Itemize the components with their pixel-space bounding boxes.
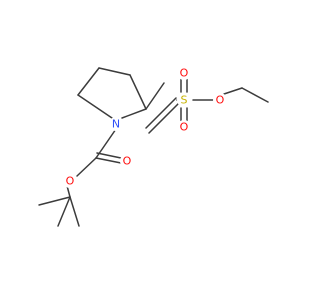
atom-sulfur: S <box>177 93 191 107</box>
atom-oxygen-carbamate-ether: O <box>63 174 77 188</box>
bond-o-ch2 <box>223 87 243 95</box>
atom-oxygen-sulfonyl-bottom: O <box>177 120 191 134</box>
bond-ring-c5-n <box>77 94 113 119</box>
molecule-structure: N S O O O O O <box>38 66 269 227</box>
bond-ring-c4-c5 <box>77 67 100 96</box>
bond-tbu-me3 <box>57 196 71 227</box>
atom-oxygen-carbamate-carbonyl: O <box>120 154 134 168</box>
bond-tbu-me1 <box>38 196 71 206</box>
bond-c2-vinyl <box>145 82 165 110</box>
bond-carbonyl-o-ether <box>76 157 97 177</box>
bond-ring-c3-c4 <box>98 67 131 76</box>
atom-label-o-ether: O <box>66 175 75 188</box>
bond-ring-c2-c3 <box>129 74 147 110</box>
atom-label-o-carbonyl: O <box>123 155 132 168</box>
atom-oxygen-sulfonyl-top: O <box>177 66 191 80</box>
bond-tbu-me2 <box>69 196 80 227</box>
atom-label-o-bottom: O <box>180 121 189 134</box>
atom-label-o-top: O <box>180 67 189 80</box>
atom-label-n: N <box>112 118 120 131</box>
atom-label-o-ester: O <box>216 94 225 107</box>
atom-label-s: S <box>181 94 188 107</box>
bond-ch2-ch3 <box>241 87 269 103</box>
bond-carbonyl-o-double-a <box>95 157 122 164</box>
bond-carbonyl-o-double-b <box>96 152 122 159</box>
atom-oxygen-ethyl-ester: O <box>213 93 227 107</box>
bond-vinyl-double-a <box>145 97 177 129</box>
atom-nitrogen: N <box>109 117 123 131</box>
bond-ring-n-c2 <box>121 108 147 119</box>
structure-canvas: N S O O O O O <box>38 66 269 227</box>
bond-vinyl-double-b <box>148 102 180 134</box>
